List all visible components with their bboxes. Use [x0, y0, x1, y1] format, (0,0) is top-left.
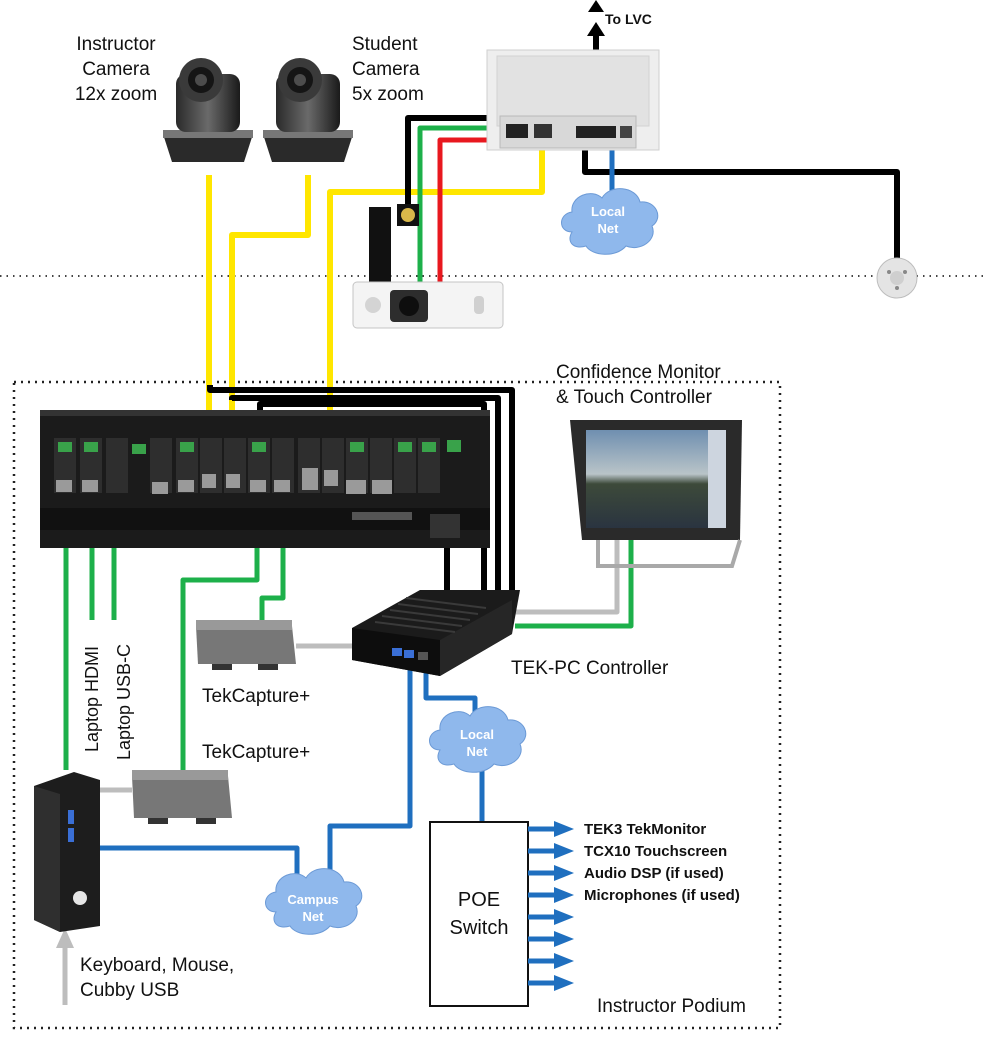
confidence-monitor-line2: & Touch Controller	[556, 387, 713, 408]
campus-net-line2: Net	[303, 909, 325, 924]
podium-boundary	[12, 380, 782, 1030]
poe-output-arrows	[528, 826, 556, 986]
laptop-hdmi-label: Laptop HDMI	[82, 646, 102, 752]
wall-plate-icon	[486, 49, 660, 151]
keyboard-line2: Cubby USB	[80, 980, 179, 1001]
confidence-monitor-line1: Confidence Monitor	[556, 362, 721, 383]
confidence-monitor-icon	[570, 420, 742, 568]
student-camera-line1: Student	[352, 34, 418, 55]
to-lvc-label: To LVC	[605, 11, 652, 27]
power-cable	[437, 137, 500, 290]
instructor-podium-label: Instructor Podium	[597, 996, 746, 1017]
av-matrix-switcher-icon	[40, 410, 490, 548]
poe-output-label-1: TEK3 TekMonitor	[584, 821, 706, 838]
local-net-top-line1: Local	[591, 204, 625, 219]
student-camera-line2: Camera	[352, 59, 420, 80]
tekcapture-2-icon	[132, 770, 232, 824]
tekcapture-1-icon	[196, 620, 296, 670]
to-lvc-arrow-icon	[588, 0, 604, 12]
instructor-camera-line2: Camera	[82, 59, 150, 80]
keyboard-line1: Keyboard, Mouse,	[80, 955, 234, 976]
local-net-mid-line2: Net	[467, 744, 489, 759]
campus-net-line1: Campus	[287, 892, 338, 907]
local-net-cloud-top: Local Net	[561, 188, 659, 255]
student-camera-icon	[263, 58, 353, 162]
poe-output-label-4: Microphones (if used)	[584, 887, 740, 904]
tekpc-controller-icon	[352, 590, 520, 676]
tekpc-label: TEK-PC Controller	[511, 658, 669, 679]
poe-output-label-3: Audio DSP (if used)	[584, 865, 724, 882]
projector-icon	[352, 204, 504, 329]
instructor-camera-line1: Instructor	[76, 34, 156, 55]
instructor-camera-icon	[163, 58, 253, 162]
local-net-cloud-mid: Local Net	[429, 706, 527, 773]
student-camera-line3: 5x zoom	[352, 84, 424, 105]
local-net-top-line2: Net	[598, 221, 620, 236]
tekcapture-2-label: TekCapture+	[202, 742, 310, 763]
campus-net-cloud: Campus Net	[265, 868, 363, 935]
laptop-usbc-label: Laptop USB-C	[114, 644, 134, 760]
poe-switch-line2: Switch	[450, 917, 509, 939]
tekcapture-1-label: TekCapture+	[202, 686, 310, 707]
poe-arrowheads	[554, 821, 574, 991]
poe-switch-box	[429, 821, 529, 1007]
local-net-mid-line1: Local	[460, 727, 494, 742]
instructor-camera-line3: 12x zoom	[75, 84, 157, 105]
network-cables	[98, 140, 615, 880]
poe-switch-line1: POE	[458, 889, 500, 911]
mini-pc-icon	[34, 772, 100, 932]
poe-output-label-2: TCX10 Touchscreen	[584, 843, 727, 860]
occupancy-sensor-icon	[876, 257, 918, 299]
usb-up-arrow-icon	[56, 928, 74, 948]
